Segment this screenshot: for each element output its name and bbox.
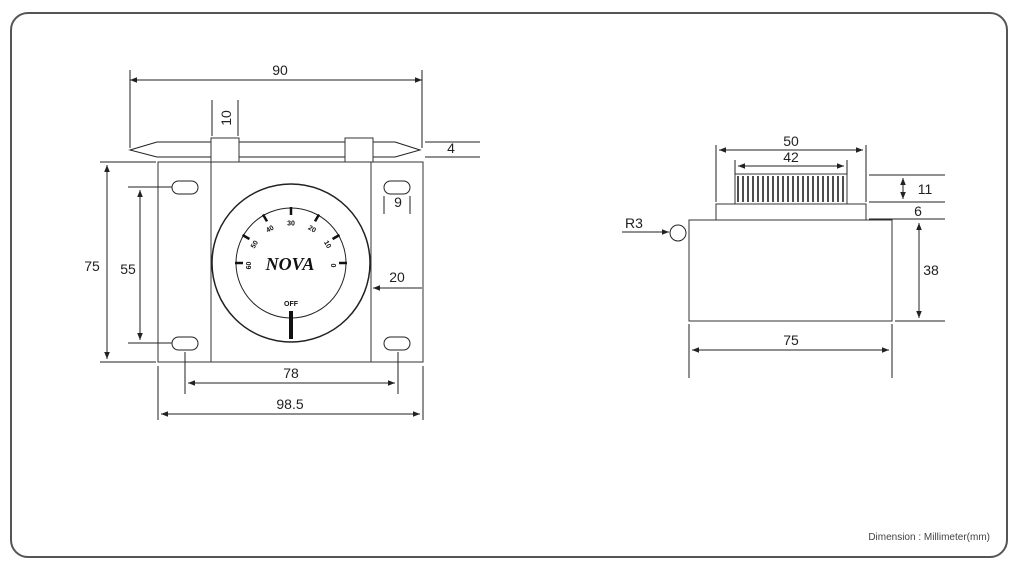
dial-pointer	[289, 311, 293, 339]
dial-tick-30: 30	[287, 221, 295, 228]
side-view: 50 42 11 6 38	[622, 133, 945, 378]
dim-probe-dia: 4	[425, 140, 480, 158]
dial-tick-60: 60	[246, 262, 253, 270]
dim-slot-width: 9	[383, 194, 411, 214]
thermostat-dial: 60 50 40 30 20 10 0 NOVA OFF	[211, 183, 371, 343]
corner-radius-marker	[669, 224, 687, 242]
dial-tick-mark	[241, 233, 251, 241]
dim-hole-spacing-v: 55	[120, 186, 172, 344]
dim-label-20: 20	[389, 269, 405, 285]
side-collar	[715, 203, 867, 221]
dial-tick-50: 50	[250, 240, 260, 250]
dim-corner-radius: R3	[622, 215, 669, 235]
dim-label-10: 10	[218, 110, 234, 126]
dim-label-55: 55	[120, 261, 136, 277]
dim-label-75: 75	[84, 258, 100, 274]
dim-label-42: 42	[783, 149, 799, 165]
mounting-slot-bottom-right	[383, 336, 411, 351]
side-body	[688, 219, 893, 322]
probe-clip-left	[210, 137, 240, 163]
drawing-frame	[10, 12, 1008, 558]
dial-tick-mark	[331, 233, 341, 241]
dial-tick-mark	[313, 213, 321, 223]
dim-height: 75	[84, 161, 156, 363]
dim-body-height: 38	[895, 223, 945, 322]
dial-off-label: OFF	[284, 301, 299, 308]
dim-label-90: 90	[272, 62, 288, 78]
probe-capillary	[128, 137, 422, 163]
dim-hole-spacing-h: 78	[184, 352, 399, 394]
front-view: 60 50 40 30 20 10 0 NOVA OFF 90 10	[84, 62, 480, 420]
brand-logo: NOVA	[265, 254, 315, 274]
mounting-slot-top-right	[383, 180, 411, 195]
dial-tick-mark	[261, 213, 269, 223]
dim-label-6: 6	[914, 203, 922, 219]
dim-label-38: 38	[923, 262, 939, 278]
dim-probe-clip: 10	[211, 100, 239, 136]
dim-label-4: 4	[447, 140, 455, 156]
dim-label-11: 11	[918, 181, 933, 197]
unit-note: Dimension : Millimeter(mm)	[868, 532, 990, 543]
dim-knob-height: 11	[869, 174, 945, 203]
dim-knob-outer: 50	[715, 133, 867, 202]
dim-base-width: 98.5	[157, 366, 424, 420]
dim-body-width: 75	[688, 324, 893, 378]
dim-label-50: 50	[783, 133, 799, 149]
dim-side-margin: 20	[373, 269, 422, 291]
dial-tick-40: 40	[265, 225, 275, 235]
dim-collar-height: 6	[869, 203, 945, 220]
dim-label-9: 9	[394, 194, 402, 210]
dial-tick-0: 0	[329, 264, 336, 268]
dim-label-r3: R3	[625, 215, 643, 231]
dim-label-98-5: 98.5	[276, 396, 303, 412]
dim-label-78: 78	[283, 365, 299, 381]
dial-tick-20: 20	[307, 225, 317, 235]
dim-label-side-75: 75	[783, 332, 799, 348]
dial-tick-10: 10	[322, 240, 332, 250]
probe-clip-right	[344, 137, 374, 163]
dim-total-width: 90	[129, 62, 423, 148]
side-knob	[734, 173, 848, 205]
dim-knob-inner: 42	[734, 149, 848, 174]
